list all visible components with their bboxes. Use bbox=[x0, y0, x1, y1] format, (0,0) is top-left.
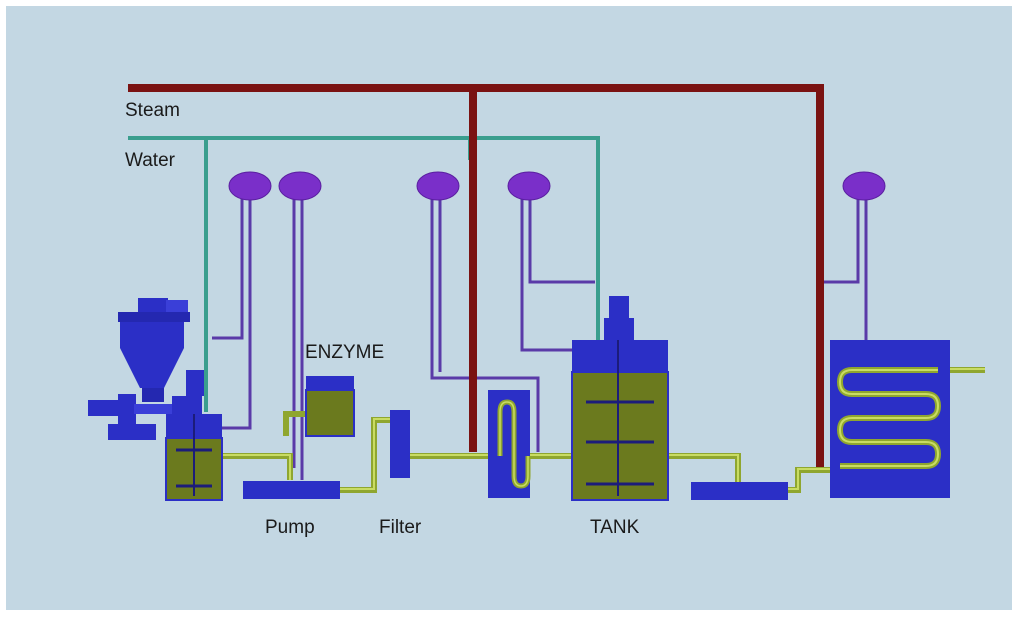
pump-label: Pump bbox=[265, 517, 315, 538]
main-tank bbox=[571, 296, 669, 501]
pump bbox=[243, 481, 340, 499]
agitator-motor-icon bbox=[609, 296, 629, 320]
enzyme-tank bbox=[305, 376, 355, 437]
sensor-gauge-icon bbox=[278, 171, 322, 201]
heat-exchanger-coil-icon bbox=[830, 340, 950, 498]
steam-label: Steam bbox=[125, 100, 180, 121]
sensor-gauge-icon bbox=[842, 171, 886, 201]
filter-label: Filter bbox=[379, 517, 422, 538]
sensor-gauge-icon bbox=[228, 171, 272, 201]
hopper-mixer-icon bbox=[88, 298, 204, 440]
filter bbox=[390, 410, 410, 478]
steam-pipeline bbox=[128, 84, 824, 470]
u-tube-heater bbox=[488, 390, 531, 498]
enzyme-label: ENZYME bbox=[305, 342, 384, 363]
product-pipes-highlight bbox=[222, 368, 985, 490]
tank-label: TANK bbox=[590, 517, 640, 538]
sensor-gauge-icon bbox=[416, 171, 460, 201]
transfer-pump bbox=[691, 482, 788, 500]
mixing-vessel bbox=[165, 414, 223, 501]
sensor-lines bbox=[212, 197, 868, 480]
sensor-gauges bbox=[228, 171, 886, 201]
water-label: Water bbox=[125, 150, 176, 171]
sensor-gauge-icon bbox=[507, 171, 551, 201]
